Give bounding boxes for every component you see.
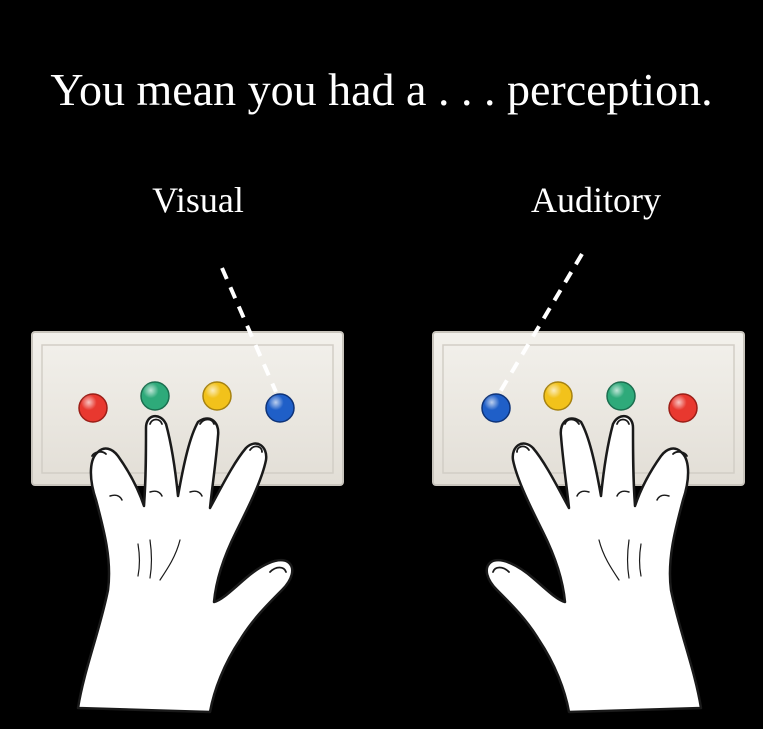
button-green-right[interactable] [606, 381, 636, 411]
button-yellow-right[interactable] [543, 381, 573, 411]
pointer-line-auditory [498, 252, 584, 394]
pointer-line-visual [220, 267, 278, 393]
label-auditory: Auditory [531, 180, 661, 220]
button-red-left[interactable] [78, 393, 108, 423]
button-green-left[interactable] [140, 381, 170, 411]
button-yellow-left[interactable] [202, 381, 232, 411]
button-blue-left[interactable] [265, 393, 295, 423]
hand-right [485, 415, 703, 714]
buttons-right [481, 381, 698, 423]
hand-left [76, 415, 294, 714]
button-blue-right[interactable] [481, 393, 511, 423]
button-red-right[interactable] [668, 393, 698, 423]
label-visual: Visual [152, 180, 244, 220]
title: You mean you had a . . . perception. [50, 64, 713, 115]
buttons-left [78, 381, 295, 423]
